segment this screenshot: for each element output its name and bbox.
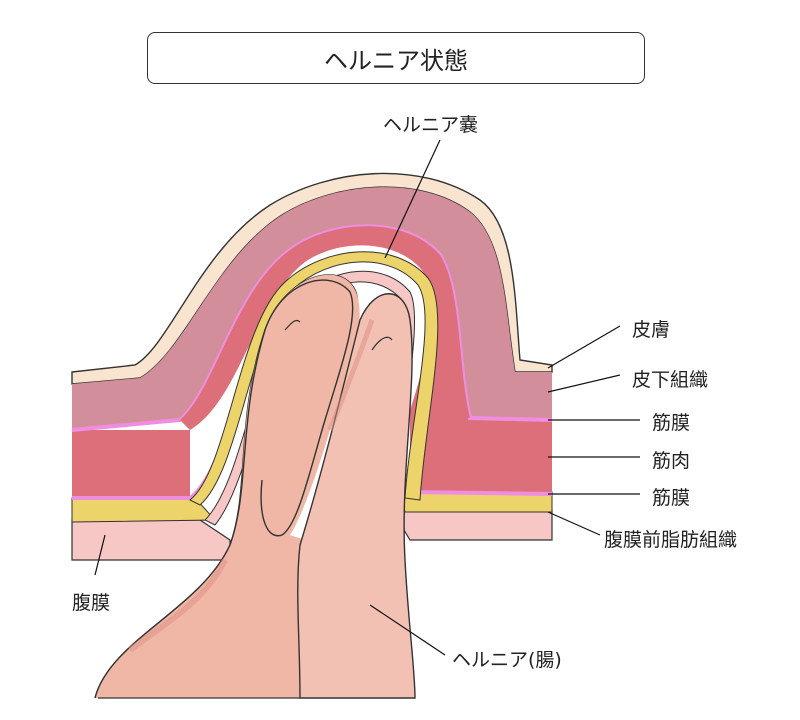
label-peritoneum: 腹膜 xyxy=(72,592,111,614)
abdominal-wall-right xyxy=(390,410,553,541)
leader-lines xyxy=(94,139,640,656)
label-fascia-upper: 筋膜 xyxy=(652,412,691,434)
title-box: ヘルニア状態 xyxy=(147,32,645,84)
diagram-title: ヘルニア状態 xyxy=(324,46,468,75)
intestine xyxy=(94,274,416,699)
label-skin: 皮膚 xyxy=(632,319,671,341)
label-hernia-sac: ヘルニア嚢 xyxy=(383,114,479,136)
abdominal-wall-left xyxy=(71,430,231,561)
subcutaneous-layer xyxy=(72,187,552,430)
label-preperitoneal-fat: 腹膜前脂肪組織 xyxy=(604,529,738,551)
label-subcutaneous: 皮下組織 xyxy=(632,369,709,391)
label-fascia-lower: 筋膜 xyxy=(652,487,691,509)
label-hernia-intestine: ヘルニア(腸) xyxy=(452,649,562,671)
label-muscle: 筋肉 xyxy=(652,450,691,472)
muscle-layer xyxy=(180,226,470,430)
